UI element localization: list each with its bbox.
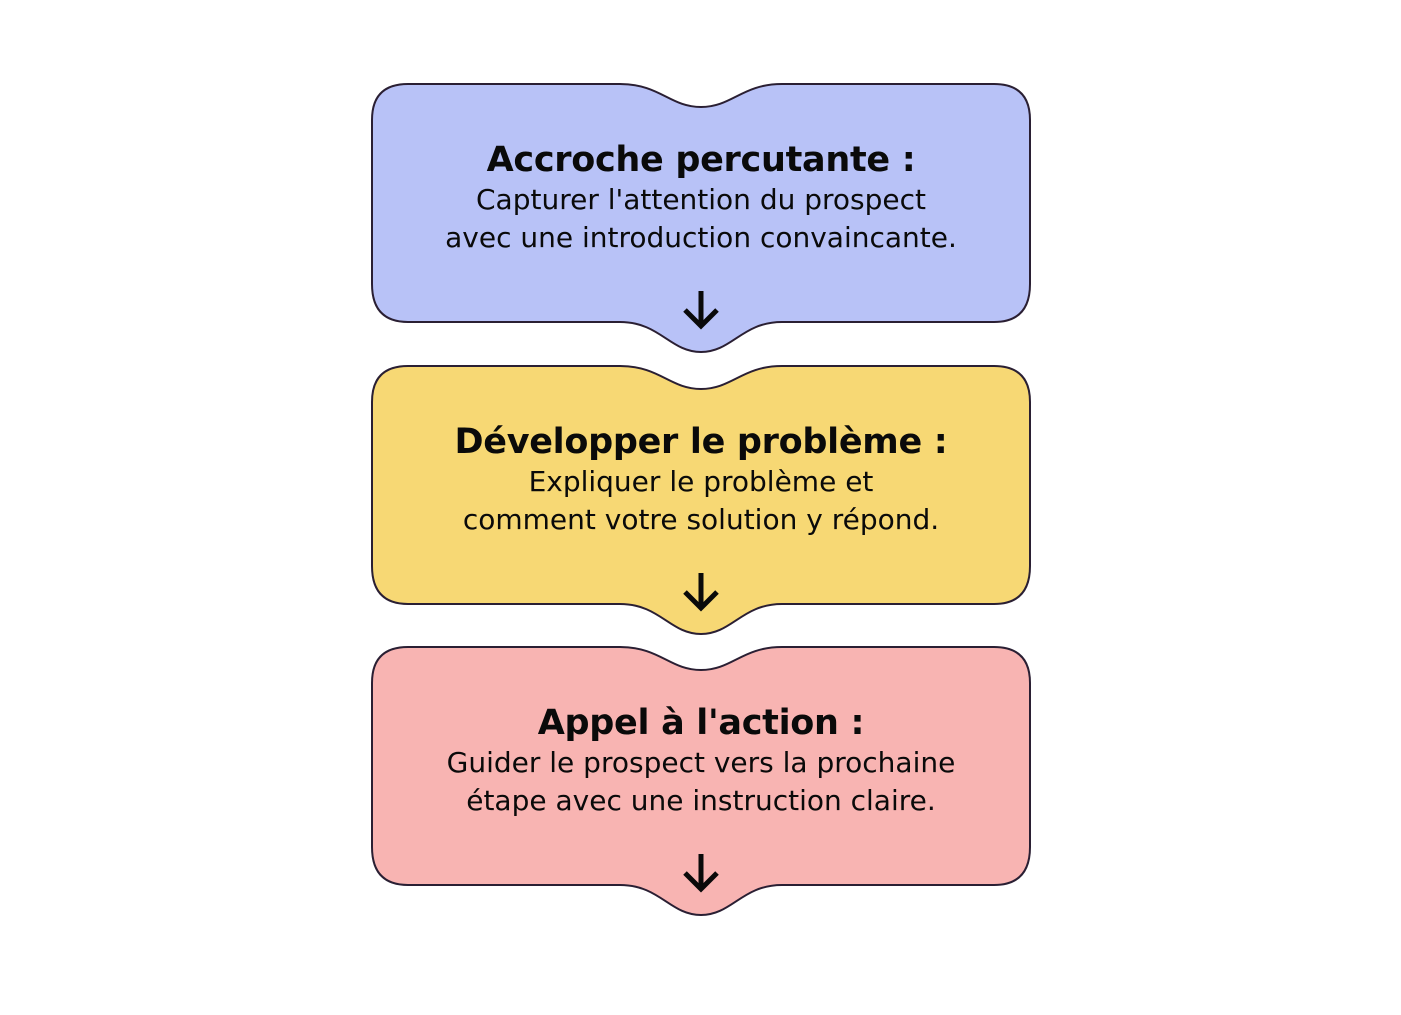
step-title: Appel à l'action : bbox=[537, 703, 865, 743]
step-shape bbox=[371, 83, 1031, 354]
step-description: Guider le prospect vers la prochaine éta… bbox=[446, 746, 956, 817]
step-shape bbox=[371, 365, 1031, 636]
arrow-down-icon bbox=[683, 291, 719, 330]
step-description: Expliquer le problème et comment votre s… bbox=[462, 465, 940, 536]
step-call-to-action: Appel à l'action : Guider le prospect ve… bbox=[370, 645, 1032, 917]
step-problem: Développer le problème : Expliquer le pr… bbox=[370, 364, 1032, 636]
step-title: Développer le problème : bbox=[454, 422, 948, 462]
step-title: Accroche percutante : bbox=[486, 140, 916, 180]
step-shape bbox=[371, 646, 1031, 917]
step-hook: Accroche percutante : Capturer l'attenti… bbox=[370, 82, 1032, 354]
arrow-down-icon bbox=[683, 854, 719, 893]
step-description: Capturer l'attention du prospect avec un… bbox=[445, 183, 957, 254]
arrow-down-icon bbox=[683, 573, 719, 612]
